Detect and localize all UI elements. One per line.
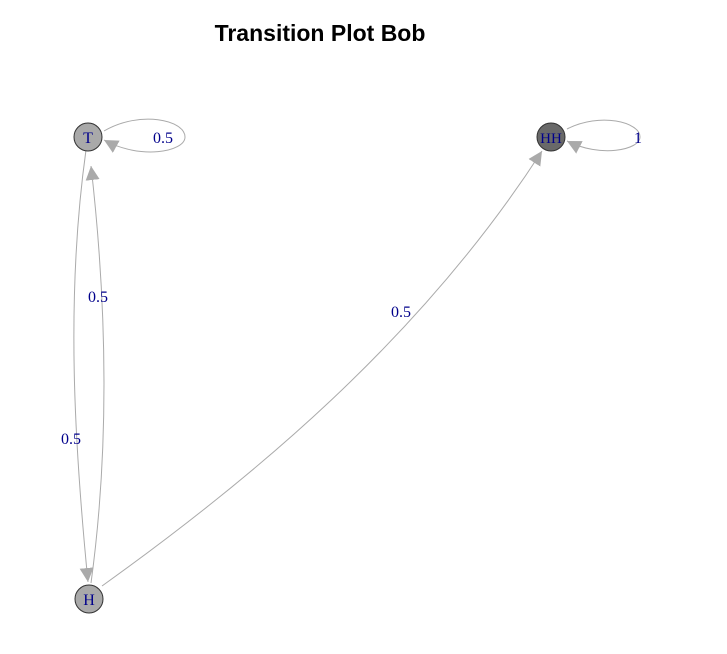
edge-label-T-T: 0.5 (153, 130, 173, 147)
node-H: H (74, 584, 104, 614)
node-T: T (73, 122, 103, 152)
edge-label-H-T: 0.5 (88, 289, 108, 306)
node-H-label: H (83, 592, 95, 609)
edge-H-T (85, 165, 105, 584)
node-HH: HH (536, 122, 566, 152)
diagram-title: Transition Plot Bob (214, 20, 426, 46)
node-T-circle (73, 122, 103, 152)
edge-H-HH (101, 150, 543, 587)
edge-HH-HH (566, 119, 641, 154)
edge-label-H-HH: 0.5 (391, 304, 411, 321)
node-T-label: T (83, 130, 93, 147)
edge-T-H (73, 149, 94, 583)
node-HH-label: HH (540, 131, 562, 147)
edge-label-HH-HH: 1 (634, 130, 642, 147)
node-HH-circle (536, 122, 566, 152)
edge-T-T (103, 118, 186, 153)
edge-label-T-H: 0.5 (61, 431, 81, 448)
node-H-circle (74, 584, 104, 614)
